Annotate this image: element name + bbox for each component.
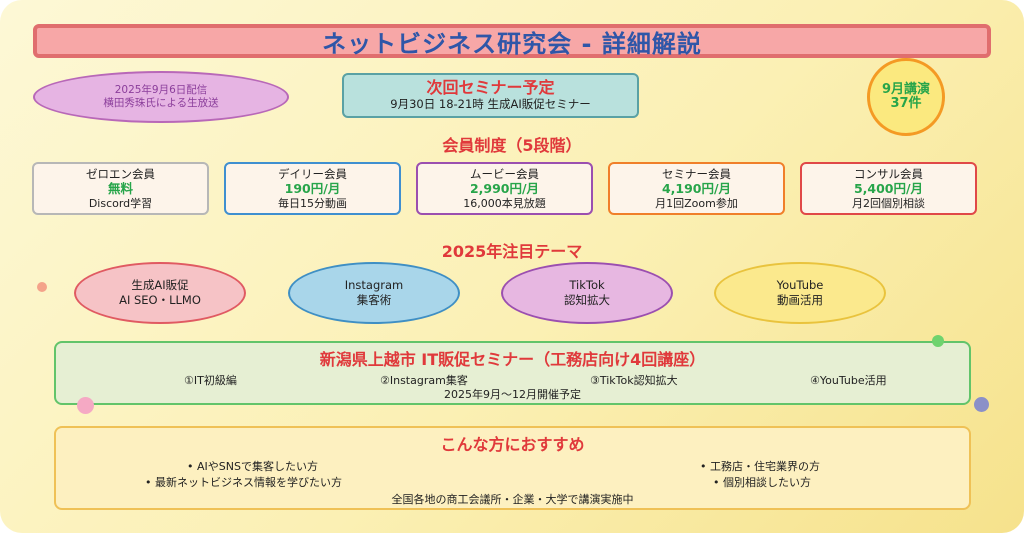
decorative-dot xyxy=(932,335,944,347)
niigata-lecture-3: ③TikTok認知拡大 xyxy=(590,374,678,387)
theme-title: TikTok xyxy=(569,278,605,292)
theme-title: 生成AI販促 xyxy=(131,278,189,292)
member-tier-desc: Discord学習 xyxy=(88,196,153,210)
theme-instagram: Instagram 集客術 xyxy=(288,262,460,324)
next-seminar-box: 次回セミナー予定 9月30日 18-21時 生成AI販促セミナー xyxy=(342,73,639,118)
recommend-item: • 工務店・住宅業界の方 xyxy=(700,460,820,473)
decorative-dot xyxy=(77,397,94,414)
broadcast-badge: 2025年9月6日配信 横田秀珠氏による生放送 xyxy=(33,71,289,123)
member-tier-movie: ムービー会員 2,990円/月 16,000本見放題 xyxy=(416,162,593,215)
member-tier-name: ゼロエン会員 xyxy=(86,166,155,181)
lectures-count: 37件 xyxy=(890,96,922,111)
niigata-lecture-1: ①IT初級編 xyxy=(184,374,237,387)
next-seminar-heading: 次回セミナー予定 xyxy=(426,78,555,97)
recommend-item: • AIやSNSで集客したい方 xyxy=(187,460,318,473)
niigata-period: 2025年9月～12月開催予定 xyxy=(444,388,581,401)
broadcast-host: 横田秀珠氏による生放送 xyxy=(103,97,219,109)
theme-subtitle: 集客術 xyxy=(356,293,392,307)
recommend-box: こんな方におすすめ • AIやSNSで集客したい方 • 最新ネットビジネス情報を… xyxy=(54,426,971,510)
niigata-lecture-4: ④YouTube活用 xyxy=(810,374,887,387)
themes-heading: 2025年注目テーマ xyxy=(441,242,583,261)
decorative-dot xyxy=(37,282,47,292)
member-tier-price: 2,990円/月 xyxy=(469,180,540,196)
recommend-item: • 個別相談したい方 xyxy=(713,476,811,489)
member-tier-price: 4,190円/月 xyxy=(661,180,732,196)
theme-generative-ai: 生成AI販促 AI SEO・LLMO xyxy=(74,262,246,324)
title-banner: ネットビジネス研究会 - 詳細解説 xyxy=(33,24,991,58)
niigata-lecture-2: ②Instagram集客 xyxy=(380,374,468,387)
member-tier-name: ムービー会員 xyxy=(470,166,539,181)
member-tier-desc: 16,000本見放題 xyxy=(463,196,546,210)
lectures-count-badge: 9月講演 37件 xyxy=(867,58,945,136)
member-tier-name: コンサル会員 xyxy=(854,166,923,181)
member-tier-consult: コンサル会員 5,400円/月 月2回個別相談 xyxy=(800,162,977,215)
member-tier-seminar: セミナー会員 4,190円/月 月1回Zoom参加 xyxy=(608,162,785,215)
next-seminar-detail: 9月30日 18-21時 生成AI販促セミナー xyxy=(390,97,591,111)
member-tier-name: セミナー会員 xyxy=(662,166,731,181)
member-tier-price: 190円/月 xyxy=(284,180,341,196)
broadcast-date: 2025年9月6日配信 xyxy=(114,84,208,96)
membership-heading: 会員制度（5段階） xyxy=(442,136,582,155)
theme-subtitle: 動画活用 xyxy=(777,293,823,307)
theme-title: Instagram xyxy=(344,278,404,292)
member-tier-price: 5,400円/月 xyxy=(853,180,924,196)
recommend-heading: こんな方におすすめ xyxy=(440,435,585,454)
niigata-seminar-box: 新潟県上越市 IT販促セミナー（工務店向け4回講座） ①IT初級編 ②Insta… xyxy=(54,341,971,405)
theme-youtube: YouTube 動画活用 xyxy=(714,262,886,324)
theme-subtitle: AI SEO・LLMO xyxy=(119,293,201,307)
page-title: ネットビジネス研究会 - 詳細解説 xyxy=(322,29,702,58)
member-tier-desc: 月2回個別相談 xyxy=(852,196,925,210)
member-tier-desc: 毎日15分動画 xyxy=(278,196,347,210)
recommend-footer: 全国各地の商工会議所・企業・大学で講演実施中 xyxy=(391,493,634,506)
lectures-month: 9月講演 xyxy=(881,82,931,97)
member-tier-daily: デイリー会員 190円/月 毎日15分動画 xyxy=(224,162,401,215)
member-tier-name: デイリー会員 xyxy=(278,166,347,181)
decorative-dot xyxy=(974,397,989,412)
member-tier-desc: 月1回Zoom参加 xyxy=(655,196,738,210)
member-tier-zeroen: ゼロエン会員 無料 Discord学習 xyxy=(32,162,209,215)
theme-subtitle: 認知拡大 xyxy=(564,293,610,307)
member-tier-price: 無料 xyxy=(107,180,133,196)
recommend-item: • 最新ネットビジネス情報を学びたい方 xyxy=(145,476,342,489)
theme-title: YouTube xyxy=(776,278,824,292)
theme-tiktok: TikTok 認知拡大 xyxy=(501,262,673,324)
niigata-heading: 新潟県上越市 IT販促セミナー（工務店向け4回講座） xyxy=(319,350,706,369)
